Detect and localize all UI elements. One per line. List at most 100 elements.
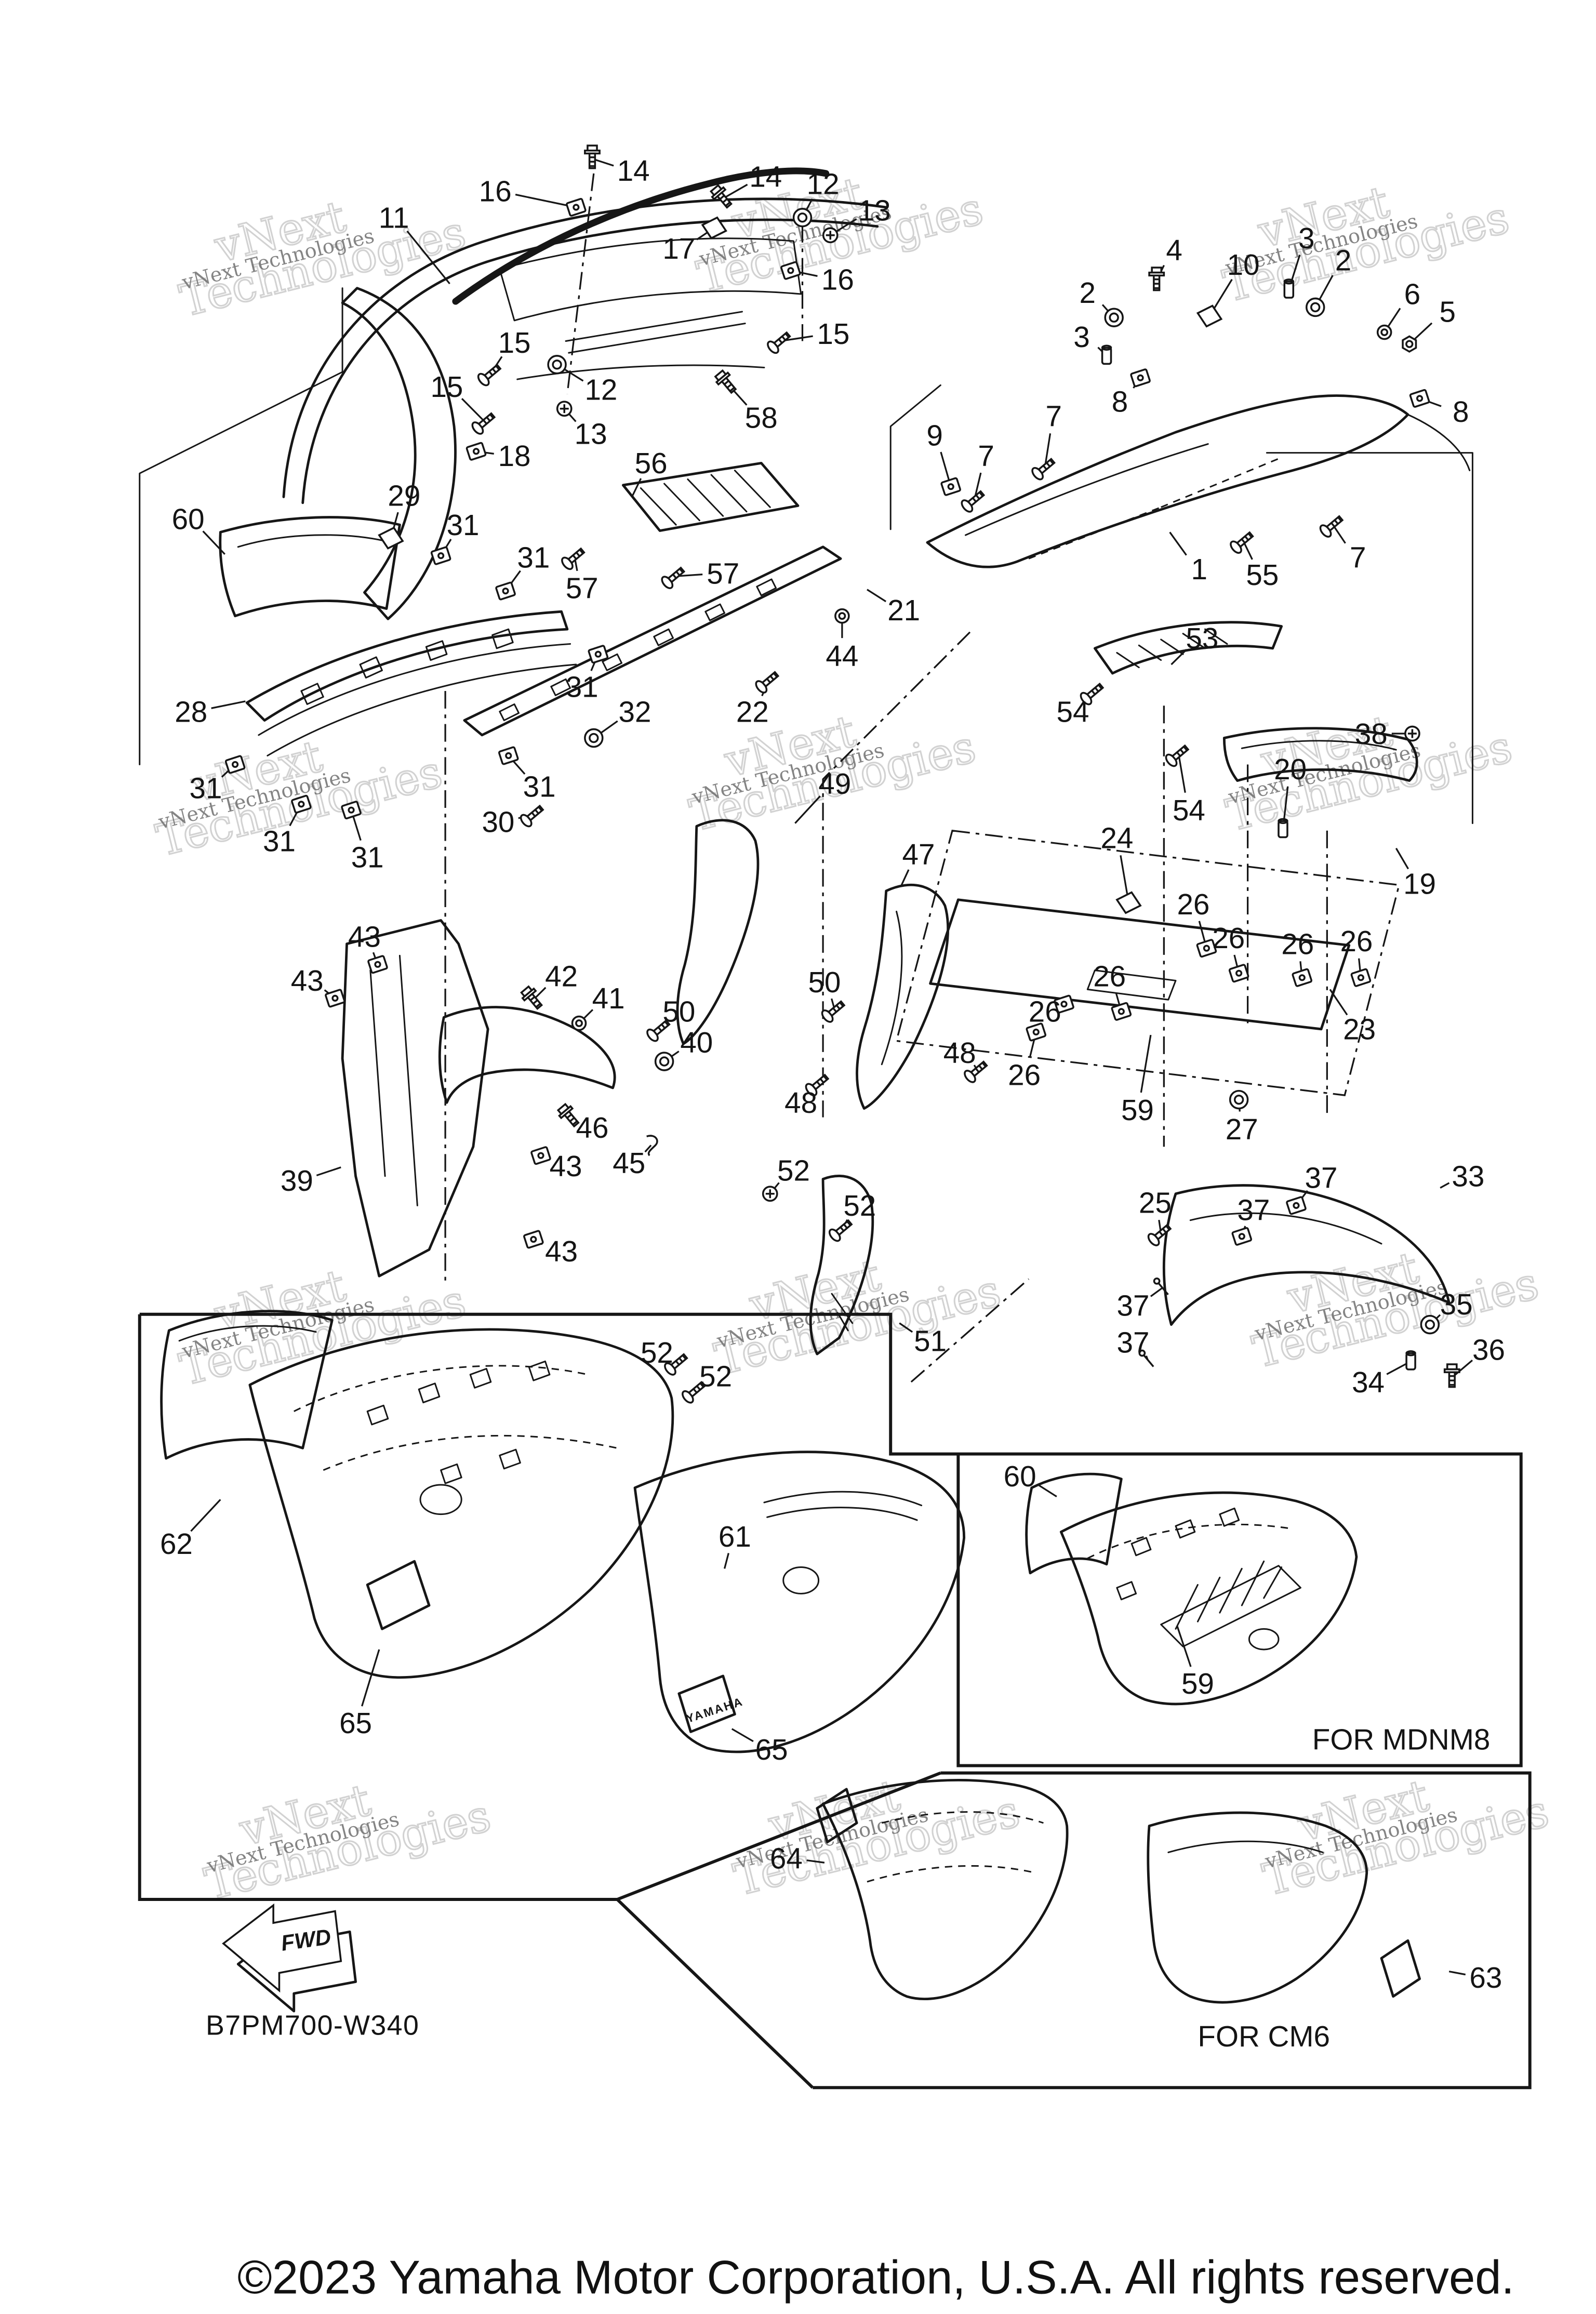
fastener-clip-icon [430,546,451,565]
callout-52: 52 [762,1154,810,1202]
callout-number: 31 [517,541,550,574]
fastener-pad-icon [1115,891,1142,914]
part-21-rail [463,546,842,737]
callout-number: 30 [482,806,514,839]
callout-number: 8 [1453,395,1469,428]
callout-62: 62 [160,1499,221,1560]
callout-number: 37 [1237,1194,1270,1227]
callout-number: 26 [1281,927,1314,960]
fastener-clip-icon [325,989,345,1008]
fastener-boltD-icon [556,1102,580,1128]
fastener-clip-icon [341,801,362,820]
fastener-clip-icon [466,442,487,461]
fastener-clip-icon [291,794,312,814]
callout-44: 44 [826,608,858,672]
callout-59: 59 [1176,1626,1214,1700]
callout-48: 48 [784,1073,830,1119]
callout-number: 16 [821,263,854,296]
callout-number: 15 [817,317,849,350]
callout-26: 26 [1212,922,1249,983]
callout-7: 7 [961,440,994,513]
callout-3: 3 [1073,321,1112,365]
fastener-screwhead-icon [762,1186,778,1202]
callout-number: 62 [160,1527,193,1560]
callout-20: 20 [1274,753,1307,839]
callout-43: 43 [530,1146,582,1182]
callout-number: 26 [1029,995,1061,1028]
callout-number: 44 [826,640,858,672]
callout-22: 22 [736,671,780,728]
callout-number: 34 [1352,1366,1385,1399]
callout-16: 16 [479,175,587,217]
callout-number: 45 [613,1147,645,1179]
callout-8: 8 [1409,389,1469,428]
fastener-grommet-icon [1104,308,1124,327]
callout-13: 13 [556,401,607,450]
callout-number: 54 [1057,695,1089,728]
callout-number: 53 [1186,622,1218,655]
callout-number: 40 [680,1026,713,1059]
assembly-front-fairing-left [282,167,888,620]
fastener-clip-icon [1228,964,1249,983]
callout-52: 52 [641,1336,688,1376]
callout-47: 47 [900,838,935,887]
callout-number: 17 [662,232,695,265]
fastener-collar-icon [1283,278,1295,299]
callout-number: 31 [566,670,598,703]
fastener-screwD-icon [477,363,502,387]
callout-number: 31 [523,770,556,803]
callout-number: 60 [1004,1460,1036,1493]
callout-number: 8 [1112,385,1128,418]
callout-9: 9 [926,419,961,496]
callout-41: 41 [571,982,625,1031]
callout-55: 55 [1230,531,1279,591]
callout-24: 24 [1100,822,1142,914]
inset-assembly-mdnm8 [1025,1472,1358,1706]
fastener-clip-icon [495,581,516,601]
callout-number: 16 [479,175,512,208]
callout-number: 31 [351,841,384,874]
callout-number: 56 [635,447,668,480]
callout-64: 64 [770,1842,825,1875]
inset-mdnm8-box [956,1452,1523,1767]
callout-43: 43 [291,964,345,1008]
fastener-clip-icon [224,755,246,774]
callout-27: 27 [1226,1089,1258,1146]
fastener-screwD-icon [767,331,791,354]
part-60-graphic-sheet [219,516,401,618]
callout-2: 2 [1080,276,1124,327]
callout-number: 49 [818,767,851,800]
fastener-grommet-icon [792,208,813,228]
callout-7: 7 [1319,515,1366,574]
callout-50: 50 [808,966,846,1023]
fastener-clip-icon [1196,939,1217,958]
fastener-clip-icon [780,261,801,280]
fastener-clip-icon [1054,994,1074,1014]
callout-number: 24 [1100,822,1133,855]
callout-2: 2 [1305,244,1351,317]
callout-number: 42 [545,960,578,993]
fastener-screwhead-icon [556,401,573,417]
callout-43: 43 [523,1230,578,1268]
callout-43: 43 [348,920,388,974]
callout-number: 31 [447,509,480,541]
fastener-screwD-icon [1165,744,1190,767]
callout-number: 27 [1226,1113,1258,1146]
callout-number: 11 [379,202,409,234]
callout-12: 12 [792,168,840,228]
callout-number: 26 [1340,925,1373,957]
callout-number: 46 [576,1111,609,1144]
callout-number: 1 [1191,553,1207,586]
callout-number: 41 [592,982,625,1015]
fastener-screwD-icon [646,1019,671,1042]
part-23-panel [929,898,1351,1031]
callout-12: 12 [547,355,617,406]
callout-number: 43 [291,964,324,997]
callout-65: 65 [731,1728,788,1766]
callout-26: 26 [1281,927,1314,987]
fastener-pad-icon [1196,304,1223,328]
callout-57: 57 [661,557,739,590]
callout-65: 65 [339,1649,380,1739]
